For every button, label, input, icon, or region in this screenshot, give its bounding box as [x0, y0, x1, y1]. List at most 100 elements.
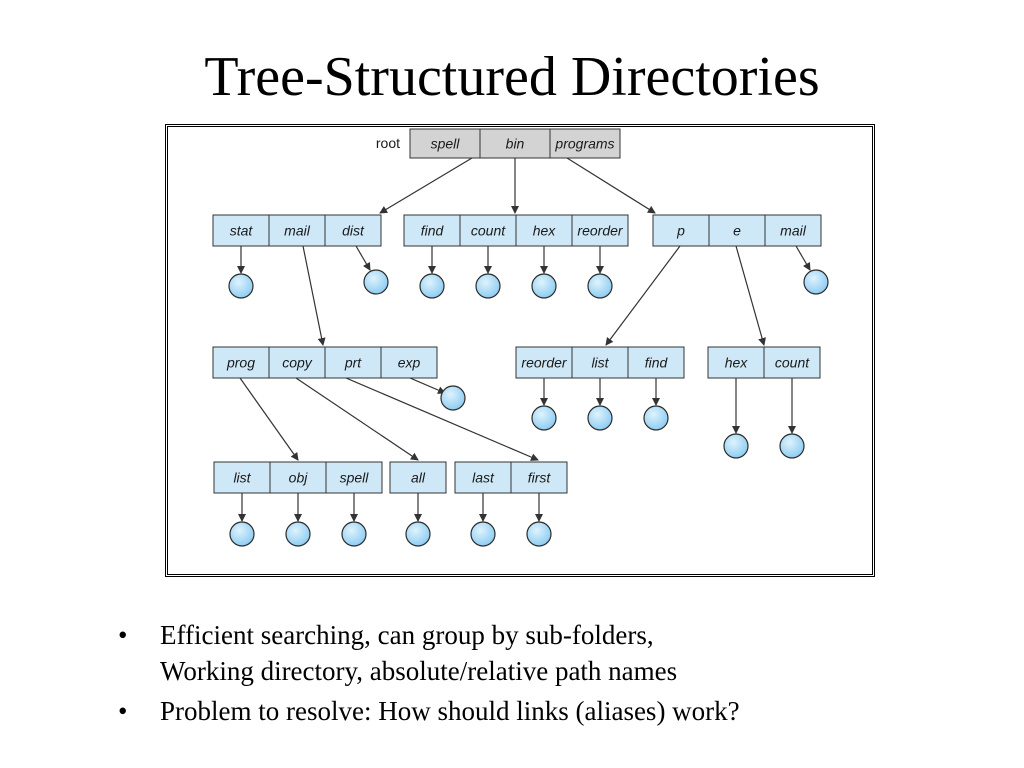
file-node	[285, 521, 311, 547]
file-node	[341, 521, 367, 547]
file-nodes	[228, 269, 829, 547]
file-node	[526, 521, 552, 547]
directory-entry-label: mail	[780, 223, 807, 239]
directory-entry-label: last	[472, 470, 495, 486]
tree-edge	[735, 245, 766, 346]
directory-entry-label: programs	[554, 136, 614, 152]
file-node	[587, 405, 613, 431]
tree-edge	[295, 377, 419, 461]
directory-entry-cell	[652, 214, 710, 247]
directory-entry-cell	[459, 214, 517, 247]
directory-entry-cell	[515, 346, 573, 379]
directory-entry-cell	[324, 214, 382, 247]
directory-entry-cell	[324, 346, 382, 379]
directory-entry-label: bin	[506, 136, 525, 152]
directory-entry-cell	[510, 461, 568, 494]
directory-entry-cell	[549, 128, 621, 159]
tree-edge	[379, 157, 473, 214]
directory-entry-cell	[212, 346, 270, 379]
directory-entry-label: reorder	[577, 223, 623, 239]
directory-entry-label: stat	[230, 223, 254, 239]
directory-entry-cell	[571, 346, 629, 379]
tree-edges	[237, 157, 811, 522]
file-node	[475, 273, 501, 299]
directory-box: stat mail dist	[212, 214, 382, 247]
root-label: root	[376, 135, 400, 151]
tree-edge	[566, 157, 656, 214]
directory-entry-label: spell	[340, 470, 370, 486]
file-node	[363, 269, 389, 295]
directory-entry-cell	[707, 346, 765, 379]
file-node	[531, 273, 557, 299]
directory-box: last first	[454, 461, 568, 494]
file-node	[723, 433, 749, 459]
tree-edge	[409, 377, 446, 394]
file-node	[440, 385, 466, 411]
directory-entry-cell	[454, 461, 512, 494]
directory-entry-label: list	[591, 355, 609, 371]
directory-entry-cell	[212, 214, 270, 247]
file-node	[531, 405, 557, 431]
directory-entry-cell	[515, 214, 573, 247]
bullet-line: Working directory, absolute/relative pat…	[160, 656, 678, 686]
tree-edge	[795, 245, 811, 271]
tree-edge	[345, 377, 539, 461]
directory-entry-label: reorder	[521, 355, 567, 371]
directory-entry-cell	[627, 346, 685, 379]
directory-entry-label: count	[775, 355, 810, 371]
bullet-item: • Efficient searching, can group by sub-…	[118, 617, 978, 689]
bullet-dot: •	[118, 620, 128, 650]
bullet-line: Efficient searching, can group by sub-fo…	[160, 620, 654, 650]
directory-entry-label: first	[528, 470, 552, 486]
tree-edge	[302, 245, 326, 346]
directory-box: all	[389, 461, 447, 494]
directory-entry-label: all	[411, 470, 426, 486]
file-node	[779, 433, 805, 459]
file-node	[587, 273, 613, 299]
directory-entry-cell	[268, 346, 326, 379]
file-node	[643, 405, 669, 431]
directory-entry-cell	[763, 346, 821, 379]
directory-entry-cell	[708, 214, 766, 247]
directory-entry-label: spell	[431, 136, 461, 152]
directory-entry-cell	[571, 214, 629, 247]
tree-edge	[605, 245, 681, 346]
file-node	[229, 521, 255, 547]
bullet-list: • Efficient searching, can group by sub-…	[118, 617, 978, 733]
directory-box: reorder list find	[515, 346, 685, 379]
tree-edge	[239, 377, 299, 461]
root-directory-box: spell bin programs	[409, 128, 621, 159]
directory-entry-label: prog	[226, 355, 255, 371]
directory-entry-label: dist	[342, 223, 365, 239]
file-node	[470, 521, 496, 547]
directory-entry-cell	[380, 346, 438, 379]
slide-title: Tree-Structured Directories	[204, 46, 820, 108]
directory-entry-label: hex	[725, 355, 749, 371]
bullet-item: • Problem to resolve: How should links (…	[118, 693, 978, 729]
bullet-line: Problem to resolve: How should links (al…	[160, 696, 740, 726]
directory-entry-cell	[764, 214, 822, 247]
file-node	[419, 273, 445, 299]
directory-entry-cell	[389, 461, 447, 494]
tree-edge	[355, 245, 371, 271]
directory-entry-label: e	[733, 223, 741, 239]
directory-entry-label: find	[645, 355, 669, 371]
file-node	[803, 269, 829, 295]
file-node	[228, 273, 254, 299]
directory-entry-label: find	[421, 223, 445, 239]
directory-entry-label: obj	[289, 470, 309, 486]
directory-entry-label: exp	[398, 355, 421, 371]
bullet-dot: •	[118, 696, 128, 726]
directory-entry-label: p	[676, 223, 685, 239]
file-node	[405, 521, 431, 547]
directory-entry-cell	[403, 214, 461, 247]
directory-box: hex count	[707, 346, 821, 379]
directory-entry-label: mail	[284, 223, 311, 239]
directory-entry-label: prt	[344, 355, 362, 371]
directory-entry-label: count	[471, 223, 506, 239]
directory-entry-cell	[325, 461, 383, 494]
